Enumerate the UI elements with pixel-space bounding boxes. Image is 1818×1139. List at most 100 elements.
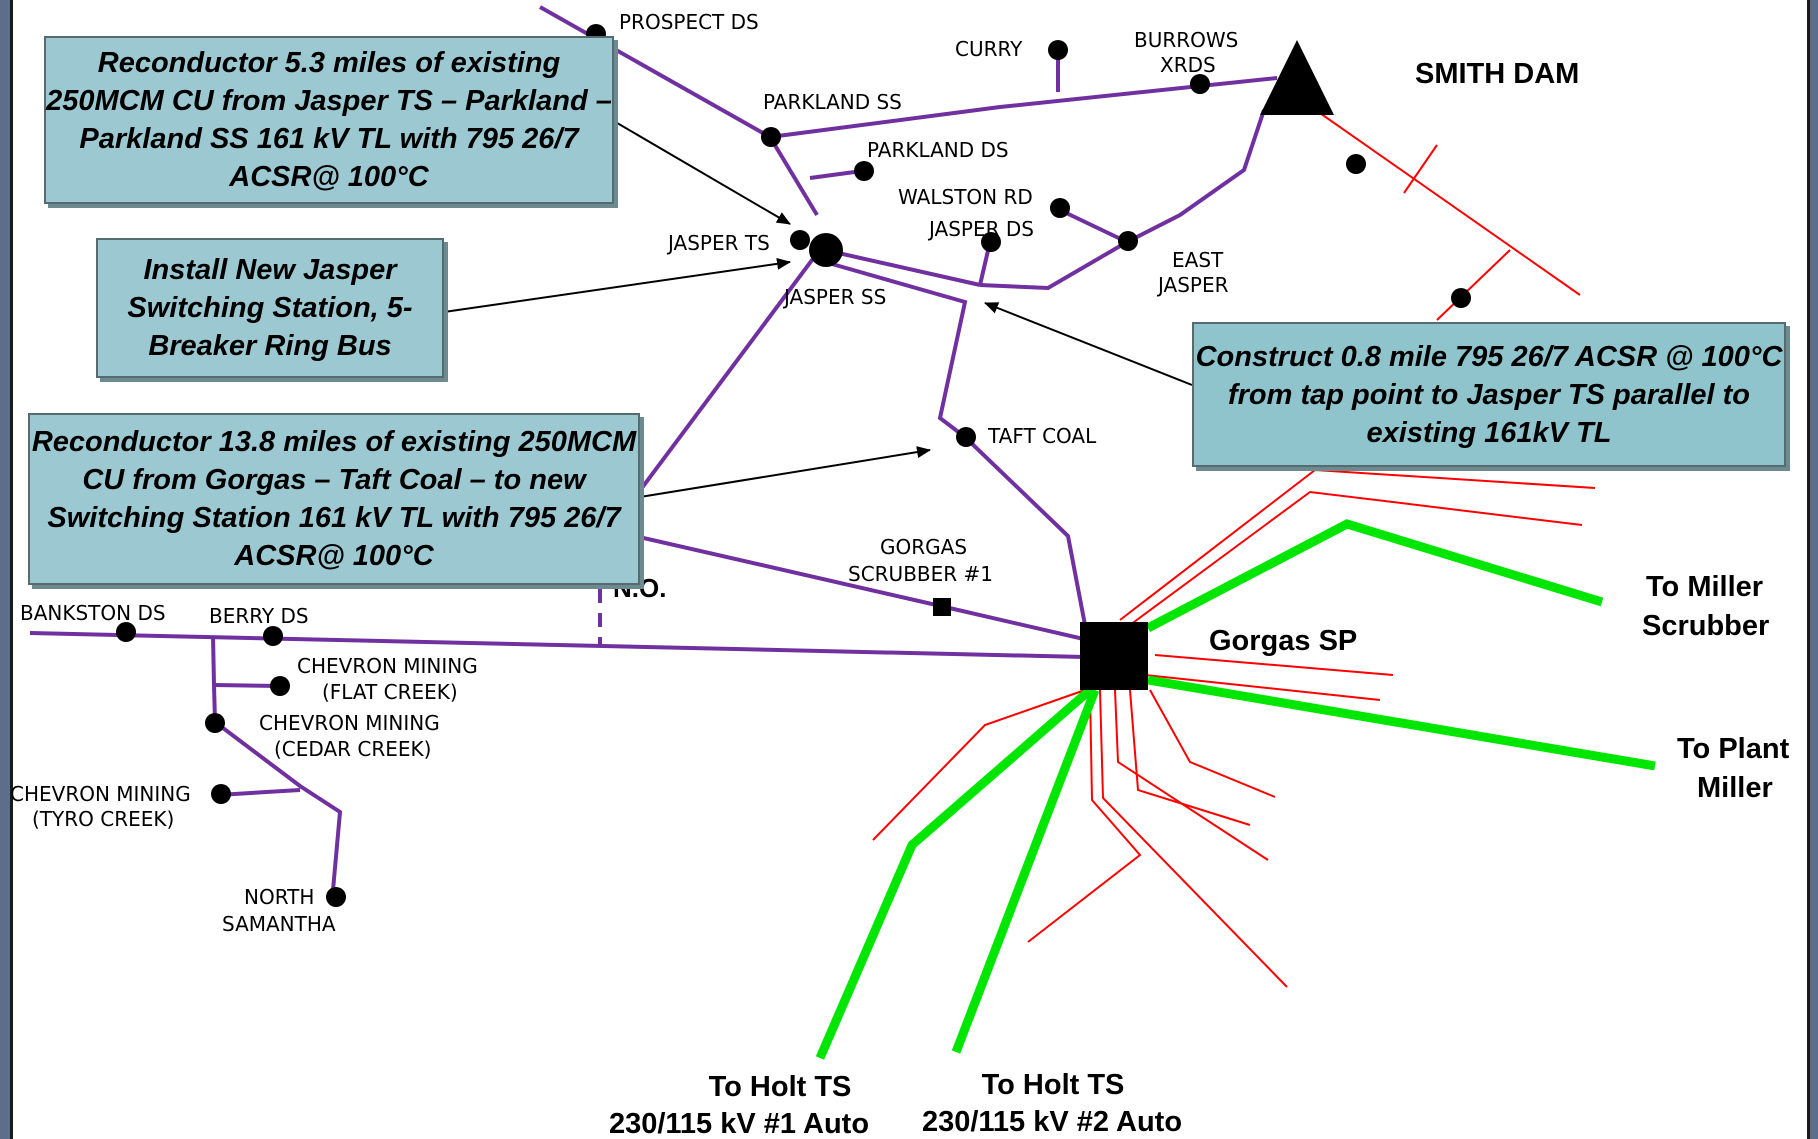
label-jasper-ss: JASPER SS — [782, 285, 886, 309]
dot-bankston-ds — [116, 622, 136, 642]
arrow-reconductor-jasper — [611, 119, 791, 225]
dot-berry-ds — [263, 626, 283, 646]
dest-holt1-1: To Holt TS — [709, 1071, 852, 1103]
label-jasper-ts: JASPER TS — [666, 231, 770, 255]
arrow-construct — [984, 302, 1193, 386]
dest-miller-scrubber-2: Scrubber — [1642, 610, 1769, 642]
tl-walston-tap — [1059, 208, 1128, 244]
arrow-reconductor-gorgas — [639, 446, 931, 498]
label-jasper: JASPER — [1156, 273, 1229, 297]
arrow-install-switching — [443, 257, 791, 313]
dot-red-node — [1346, 154, 1366, 174]
gorgas-sp-label: Gorgas SP — [1209, 625, 1357, 657]
label-gorgas: GORGAS — [880, 535, 967, 559]
dot-red-node — [1451, 288, 1471, 308]
dot-chevron-cedar-creek — [205, 713, 225, 733]
dest-plant-miller-2: Miller — [1697, 772, 1773, 804]
note-install-switching: Install New Jasper Switching Station, 5-… — [96, 238, 444, 378]
dot-east-jasper — [1118, 231, 1138, 251]
red-line — [1027, 689, 1142, 943]
dot-burrows-xrds — [1190, 74, 1210, 94]
label-walston-rd: WALSTON RD — [898, 185, 1033, 209]
smith-dam-triangle — [1260, 40, 1334, 115]
red-line — [1099, 689, 1288, 988]
tl-jasper-ss-southwest — [610, 250, 820, 530]
line-to-holt-1 — [815, 686, 1093, 1060]
callout-arrows — [443, 119, 1193, 498]
station-labels: PROSPECT DS CURRY BURROWS XRDS PARKLAND … — [10, 10, 1238, 936]
label-prospect-ds: PROSPECT DS — [619, 10, 759, 34]
tl-jasper-taft-gorgas — [824, 260, 1087, 626]
label-jasper-ds: JASPER DS — [927, 217, 1034, 241]
dot-walston-rd — [1050, 198, 1070, 218]
red-line — [1119, 468, 1596, 621]
red-circuits — [872, 96, 1596, 988]
tl-parkland-ds-tap — [809, 169, 863, 180]
label-north: NORTH — [244, 885, 314, 909]
dest-holt2-2: 230/115 kV #2 Auto — [922, 1106, 1182, 1138]
note-reconductor-gorgas: Reconductor 13.8 miles of existing 250MC… — [28, 413, 640, 585]
red-line — [1129, 689, 1251, 826]
label-parkland-ds: PARKLAND DS — [867, 138, 1009, 162]
label-chevron-flat-1: CHEVRON MINING — [297, 654, 478, 678]
gorgas-sp-square — [1080, 622, 1148, 690]
line-to-miller-scrubber — [1145, 519, 1604, 632]
red-line — [1129, 490, 1583, 626]
green-lines — [815, 519, 1656, 1060]
dot-chevron-flat-creek — [270, 676, 290, 696]
label-chevron-flat-2: (FLAT CREEK) — [322, 680, 458, 704]
dot-parkland-ds — [854, 161, 874, 181]
right-frame-border — [1807, 0, 1810, 1139]
label-chevron-tyro-1: CHEVRON MINING — [10, 782, 191, 806]
left-frame-border — [10, 0, 13, 1139]
tl-flat-creek-tap — [213, 683, 281, 688]
line-to-plant-miller — [1147, 675, 1656, 771]
dot-taft-coal — [956, 427, 976, 447]
smith-dam-title: SMITH DAM — [1415, 58, 1579, 90]
red-line — [1144, 674, 1381, 701]
red-line — [1436, 249, 1511, 321]
dot-jasper-ds — [981, 232, 1001, 252]
label-scrubber-1: SCRUBBER #1 — [848, 562, 993, 586]
dot-north-samantha — [326, 887, 346, 907]
dot-chevron-tyro-creek — [211, 784, 231, 804]
label-east: EAST — [1172, 248, 1224, 272]
line-to-holt-2 — [951, 688, 1100, 1054]
right-frame-edge — [1810, 0, 1818, 1139]
note-construct-text: Construct 0.8 mile 795 26/7 ACSR @ 100°C… — [1195, 340, 1783, 449]
left-frame-edge — [0, 0, 10, 1139]
red-line — [1296, 96, 1581, 296]
dest-holt1-2: 230/115 kV #1 Auto — [609, 1108, 869, 1139]
label-curry: CURRY — [955, 37, 1023, 61]
red-line — [1114, 689, 1269, 861]
label-xrds: XRDS — [1160, 53, 1216, 77]
label-bankston-ds: BANKSTON DS — [20, 601, 166, 625]
label-taft-coal: TAFT COAL — [987, 424, 1097, 448]
label-chevron-cedar-2: (CEDAR CREEK) — [274, 737, 431, 761]
note-reconductor-jasper: Reconductor 5.3 miles of existing 250MCM… — [44, 36, 614, 204]
tl-tyro-creek-tap — [217, 788, 301, 797]
label-burrows: BURROWS — [1134, 28, 1238, 52]
dot-parkland-ss — [761, 127, 781, 147]
note-install-switching-text: Install New Jasper Switching Station, 5-… — [127, 254, 413, 362]
gorgas-scrubber-marker — [933, 598, 951, 616]
red-line — [1154, 654, 1394, 676]
dot-curry — [1048, 40, 1068, 60]
label-berry-ds: BERRY DS — [209, 604, 309, 628]
label-parkland-ss: PARKLAND SS — [763, 90, 902, 114]
note-reconductor-jasper-text: Reconductor 5.3 miles of existing 250MCM… — [46, 47, 612, 193]
tl-smith-dam-jasper — [979, 109, 1266, 291]
note-construct: Construct 0.8 mile 795 26/7 ACSR @ 100°C… — [1192, 322, 1786, 467]
dot-jasper-ts — [790, 230, 810, 250]
station-dots — [116, 24, 1471, 907]
tl-gorgas-west — [599, 526, 1089, 642]
red-line — [872, 689, 1086, 841]
note-reconductor-gorgas-text: Reconductor 13.8 miles of existing 250MC… — [31, 426, 637, 572]
label-chevron-tyro-2: (TYRO CREEK) — [32, 807, 174, 831]
red-line — [1149, 689, 1276, 798]
red-line — [1403, 144, 1438, 194]
tl-chevron-branch — [211, 635, 343, 891]
tl-bankston-gorgas — [29, 631, 1086, 659]
